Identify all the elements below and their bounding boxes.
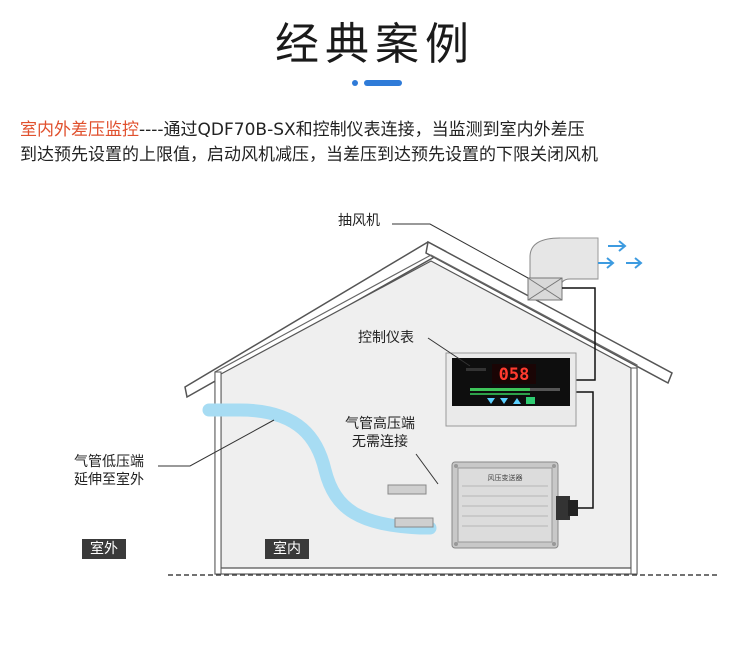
roof-right (425, 240, 673, 385)
title-underline-dot (352, 80, 358, 86)
case-description: 室内外差压监控----通过QDF70B-SX和控制仪表连接，当监测到室内外差压 … (20, 118, 736, 168)
description-line2: 到达预先设置的上限值，启动风机减压，当差压到达预先设置的下限关闭风机 (20, 145, 598, 165)
high-port-leader-line (415, 453, 439, 485)
low-port-label: 气管低压端 延伸至室外 (74, 453, 144, 489)
indoor-tag: 室内 (265, 539, 309, 559)
outdoor-tag: 室外 (82, 539, 126, 559)
title-underline-bar (364, 80, 402, 86)
low-pressure-tube (202, 403, 437, 535)
exhaust-fan (527, 237, 599, 301)
airflow-arrows (598, 240, 643, 269)
sensor-plate-title: 风压变送器 (488, 473, 523, 482)
page-title: 经典案例 (275, 19, 475, 70)
controller-label: 控制仪表 (358, 330, 414, 346)
controller-to-sensor-wire (576, 391, 594, 509)
description-highlight: 室内外差压监控 (20, 120, 139, 140)
controller-readout: 058 (499, 365, 530, 385)
controller-leader-line (427, 337, 471, 367)
high-port-label-line2: 无需连接 (352, 434, 408, 450)
high-port-label-line1: 气管高压端 (345, 416, 415, 432)
left-wall (214, 371, 222, 575)
low-port-label-line2: 延伸至室外 (74, 472, 144, 488)
fan-leader-line (392, 223, 529, 279)
low-port-leader-line (158, 419, 275, 467)
low-port-label-line1: 气管低压端 (74, 454, 144, 470)
fan-label: 抽风机 (338, 213, 380, 229)
right-wall (630, 367, 638, 575)
description-line1: ----通过QDF70B-SX和控制仪表连接，当监测到室内外差压 (139, 120, 585, 140)
pressure-transmitter: 风压变送器 (387, 461, 578, 549)
fan-to-controller-wire (562, 287, 596, 381)
controller-meter: 058 (445, 352, 577, 427)
high-port-label: 气管高压端 无需连接 (345, 415, 415, 451)
